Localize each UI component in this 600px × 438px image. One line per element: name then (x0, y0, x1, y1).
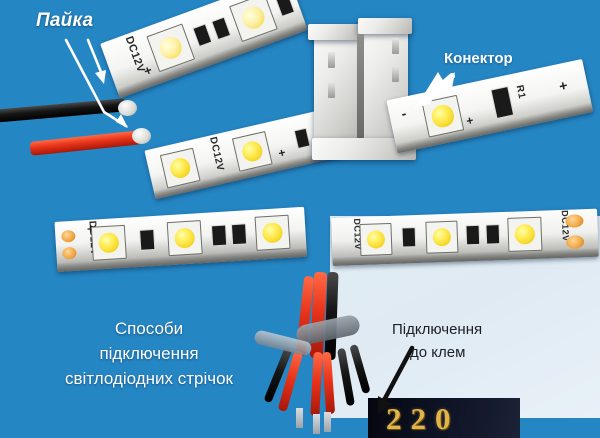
soldering-arrow-right (86, 38, 103, 74)
wire-ferrule (313, 414, 320, 434)
led-emitter (156, 33, 186, 63)
connector-pin (328, 82, 335, 98)
wire-ferrule (296, 408, 303, 428)
polarity-minus: - (399, 104, 408, 122)
led-chip (90, 224, 127, 261)
resistor (139, 228, 156, 251)
solder-pad (565, 214, 584, 228)
polarity-plus: + (557, 76, 569, 95)
label-terminals: Підключення до клем (392, 318, 482, 364)
solder-joint-positive (132, 128, 151, 144)
led-emitter (432, 227, 452, 247)
red-wire-branch (310, 351, 323, 417)
connector-slot (357, 34, 364, 138)
caption-line-3: світлодіодних стрічок (65, 369, 233, 388)
resistor (485, 224, 501, 245)
led-emitter (168, 156, 193, 180)
polarity-plus: + (276, 145, 287, 161)
resistor (192, 23, 213, 48)
connector-left-jaw (314, 32, 360, 144)
led-emitter (514, 224, 536, 245)
resistor-r1 (490, 85, 515, 120)
red-wire-branch (321, 351, 336, 415)
label-connector: Конектор (444, 50, 513, 67)
label-terminals-line-2: до клем (410, 344, 466, 361)
connector-base (312, 138, 416, 160)
resistor (465, 224, 481, 246)
led-chip (507, 216, 543, 252)
terminal-wire-harness (253, 271, 422, 438)
led-strip-middle-left: DC12V + (54, 206, 308, 272)
resistor-label-r1: R1 (513, 84, 528, 100)
black-wire (0, 98, 127, 123)
black-wire-branch (349, 343, 371, 395)
led-emitter (366, 229, 386, 250)
resistor (275, 0, 296, 17)
solder-joint-negative (118, 100, 137, 116)
solder-pad (61, 229, 76, 243)
led-emitter (240, 139, 265, 164)
caption-line-1: Способи (114, 319, 184, 338)
led-emitter (430, 103, 456, 129)
led-emitter (174, 227, 196, 249)
connector-pin (328, 52, 335, 68)
led-chip (254, 214, 291, 251)
led-strip-soldered: DC12V + (100, 0, 308, 99)
connector-top-tab-left (308, 24, 360, 40)
resistor (210, 224, 228, 247)
solder-pad (565, 235, 585, 249)
resistor (211, 16, 232, 41)
wire-ferrule (324, 412, 331, 432)
label-soldering: Пайка (36, 10, 94, 31)
led-emitter (239, 3, 268, 33)
strip-marking-dc12v: DC12V (207, 135, 226, 173)
red-wire (29, 130, 143, 156)
voltage-value: 220 (386, 401, 460, 436)
strip-edge (116, 20, 308, 99)
solder-pad (62, 246, 77, 260)
led-chip (421, 94, 465, 138)
polarity-plus: + (465, 113, 475, 129)
main-caption: Способи підключення світлодіодних стрічо… (14, 316, 284, 391)
resistor (401, 227, 417, 248)
connector-pin (392, 66, 399, 82)
snap-connector (300, 8, 430, 160)
resistor (230, 223, 248, 246)
label-terminals-line-1: Підключення (392, 321, 483, 338)
led-strip-middle-right: DC12V DC12V DC12V (331, 208, 599, 266)
led-chip (425, 220, 459, 254)
led-chip (166, 220, 203, 257)
polarity-plus: + (141, 62, 155, 79)
led-emitter (98, 232, 120, 254)
connector-top-tab-right (358, 18, 412, 34)
caption-line-2: підключення (99, 344, 199, 363)
black-wire (324, 271, 339, 361)
soldering-arrowhead-left (116, 114, 128, 128)
soldering-arrowhead-right (95, 70, 106, 84)
led-emitter (262, 222, 284, 244)
connector-pin (392, 38, 399, 54)
led-chip (359, 222, 393, 257)
